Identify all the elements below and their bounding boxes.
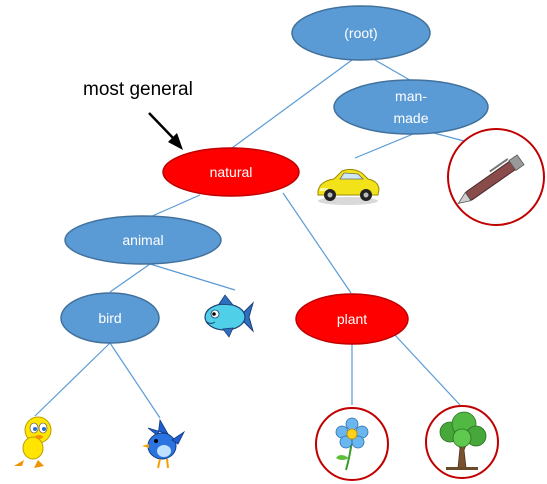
tree-icon (439, 411, 487, 470)
flower-leaf (315, 407, 389, 481)
node-natural[interactable]: natural (162, 147, 300, 197)
edge-natural-plant (282, 192, 352, 294)
node-natural-label: natural (210, 164, 253, 180)
yellow-bird-icon (14, 416, 52, 468)
edge-bird-tweety (34, 342, 111, 417)
tree-leaf (425, 405, 499, 479)
flower-icon (335, 417, 369, 471)
edge-natural-animal (149, 194, 201, 218)
edge-root-manmade (374, 59, 416, 84)
edge-plant-tree (393, 333, 461, 406)
node-bird[interactable]: bird (60, 292, 160, 344)
edge-bird-bluebird (109, 342, 161, 419)
node-man-made-label-line2: made (393, 110, 428, 126)
node-animal[interactable]: animal (64, 215, 222, 265)
node-man-made-label-line1: man- (395, 88, 427, 104)
fish-icon (204, 294, 255, 338)
node-plant-label: plant (337, 311, 367, 327)
node-bird-label: bird (98, 310, 121, 326)
blue-bird-icon (142, 418, 186, 469)
edge-manmade-car (354, 131, 419, 159)
node-root-label: (root) (344, 25, 377, 41)
node-root[interactable]: (root) (291, 5, 431, 61)
node-man-made[interactable]: man- made (333, 79, 489, 135)
pen-icon (457, 154, 525, 204)
annotation-arrow (148, 112, 183, 150)
sports-car-icon (317, 168, 380, 205)
edge-animal-bird (109, 263, 151, 293)
edge-root-natural (231, 59, 353, 149)
node-plant[interactable]: plant (295, 293, 409, 345)
node-animal-label: animal (122, 232, 163, 248)
annotation-most-general: most general (83, 79, 193, 100)
edge-animal-fish (149, 263, 236, 291)
pen-leaf (447, 128, 545, 226)
edges (34, 59, 499, 419)
